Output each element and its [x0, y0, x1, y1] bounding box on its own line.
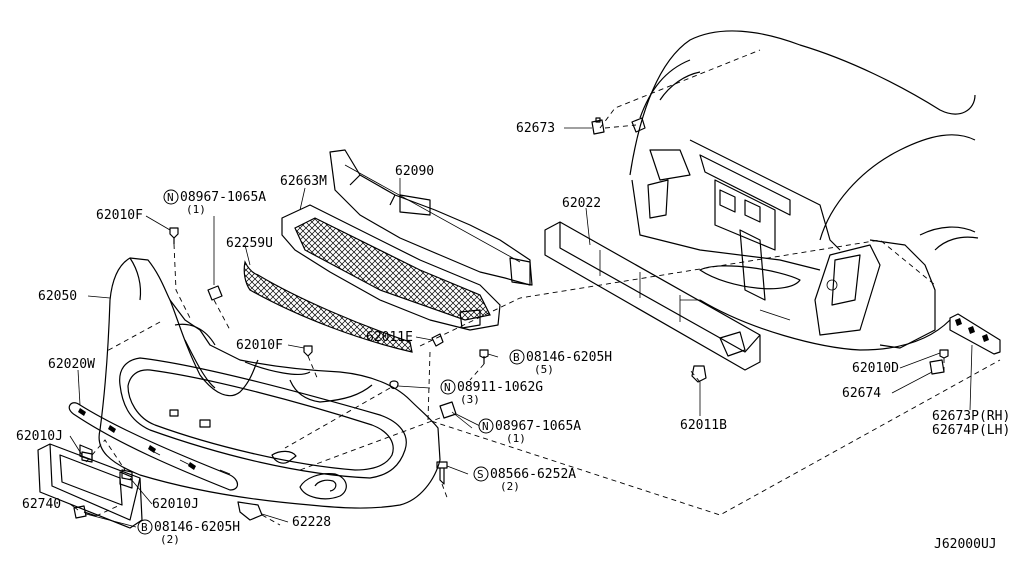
badge-s-low [473, 466, 489, 482]
label-08967-top-qty: (1) [186, 203, 206, 216]
badge-s-low-letter: S [477, 468, 484, 481]
side-bracket-62673P [949, 313, 1001, 355]
fastener-badges: N B N N S B [137, 189, 525, 535]
badge-n-low-letter: N [482, 420, 489, 433]
label-08146-mid: 08146-6205H [526, 350, 612, 365]
label-62010J-low: 62010J [152, 497, 199, 512]
badge-n-mid-letter: N [444, 381, 451, 394]
badge-b-mid [509, 349, 525, 365]
badge-b-low-letter: B [141, 521, 148, 534]
diagram-code: J62000UJ [934, 537, 997, 552]
vehicle-body-structure [629, 30, 979, 351]
grille-molding-62020W [68, 402, 239, 491]
label-62674: 62674 [842, 386, 881, 401]
label-62740: 62740 [22, 497, 61, 512]
badge-n-top [163, 189, 179, 205]
bumper-reinforcement-62022 [544, 221, 761, 371]
badge-b-low [137, 519, 153, 535]
label-62022: 62022 [562, 196, 601, 211]
air-guide-62228 [237, 501, 263, 521]
bumper-bracket-62663M [281, 204, 501, 331]
leader-lines [69, 127, 973, 528]
label-08146-mid-qty: (5) [534, 363, 554, 376]
label-62050: 62050 [38, 289, 77, 304]
label-08146-low-qty: (2) [160, 533, 180, 546]
label-62673: 62673 [516, 121, 555, 136]
label-62228: 62228 [292, 515, 331, 530]
label-08146-low: 08146-6205H [154, 520, 240, 535]
assembly-lines [85, 49, 1001, 526]
label-08566-qty: (2) [500, 480, 520, 493]
label-62663M: 62663M [280, 174, 327, 189]
label-62674P: 62674P(LH) [932, 423, 1010, 438]
label-62673P: 62673P(RH) [932, 409, 1010, 424]
label-62010F-mid: 62010F [236, 338, 283, 353]
label-62011B: 62011B [680, 418, 727, 433]
energy-absorber-62090 [329, 149, 533, 286]
label-62011E: 62011E [366, 330, 413, 345]
fasteners [73, 117, 949, 519]
label-08911-qty: (3) [460, 393, 480, 406]
label-08967-top: 08967-1065A [180, 190, 266, 205]
label-62010D: 62010D [852, 361, 899, 376]
label-62020W: 62020W [48, 357, 95, 372]
label-08967-low: 08967-1065A [495, 419, 581, 434]
badge-b-mid-letter: B [513, 351, 520, 364]
badge-n-top-letter: N [167, 191, 174, 204]
label-08911: 08911-1062G [457, 380, 543, 395]
badge-n-low [478, 418, 494, 434]
badge-n-mid [440, 379, 456, 395]
lower-grille-62259U [243, 260, 413, 353]
label-08967-low-qty: (1) [506, 432, 526, 445]
label-62010J-left: 62010J [16, 429, 63, 444]
part-labels: 62673 62090 62663M 08967-1065A (1) 62022… [16, 121, 1010, 552]
label-62010F-top: 62010F [96, 208, 143, 223]
label-62090: 62090 [395, 164, 434, 179]
label-08566: 08566-6252A [490, 467, 576, 482]
bumper-fascia-62050 [98, 257, 441, 509]
license-plate-bracket-62740 [37, 443, 143, 529]
label-62259U: 62259U [226, 236, 273, 251]
